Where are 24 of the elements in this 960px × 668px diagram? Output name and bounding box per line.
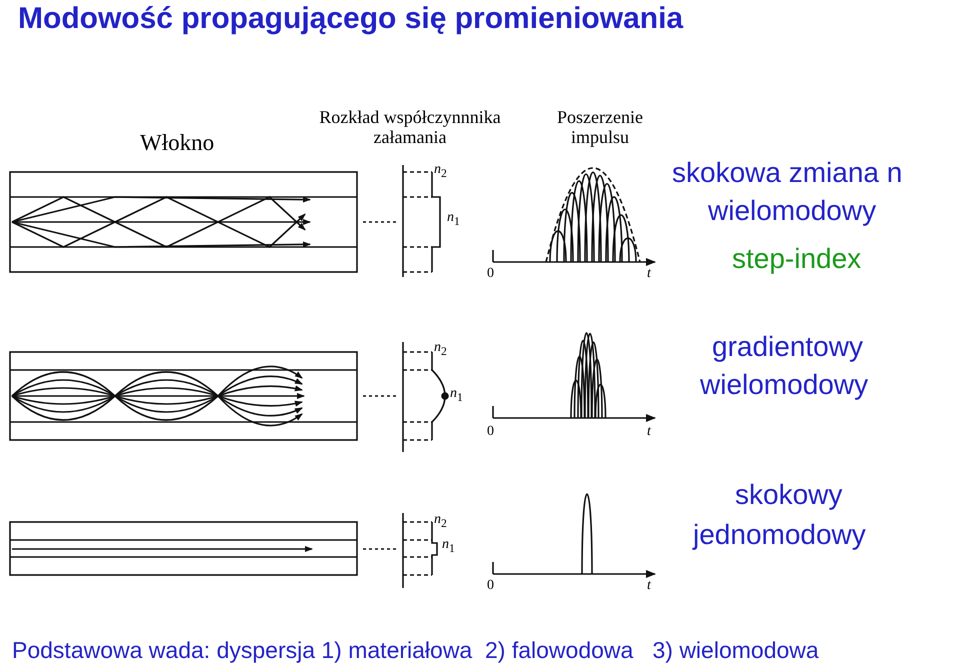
index-label: n$_{1}$ bbox=[450, 386, 463, 405]
fiber-type-label: skokowy bbox=[735, 480, 842, 511]
fiber-type-label: gradientowy bbox=[712, 332, 863, 363]
axis-label: 0 bbox=[487, 266, 494, 282]
index-label: n$_{1}$ bbox=[442, 537, 455, 556]
fiber-type-label: wielomodowy bbox=[700, 370, 868, 401]
column-heading: Rozkład współczynnnika załamania bbox=[318, 108, 502, 148]
column-heading: Poszerzenie impulsu bbox=[556, 108, 644, 148]
fiber-type-label: step-index bbox=[732, 244, 862, 275]
index-label: n$_{1}$ bbox=[447, 210, 460, 229]
caption: Podstawowa wada: dyspersja 1) materiałowa 2) falowodowa 3) wielomodowa bbox=[12, 638, 819, 664]
fiber-type-label: jednomodowy bbox=[693, 520, 866, 551]
axis-label: 0 bbox=[487, 424, 494, 440]
fiber-type-label: skokowa zmiana n bbox=[672, 158, 902, 189]
axis-label: t bbox=[647, 266, 651, 282]
column-heading: Włokno bbox=[140, 130, 214, 156]
index-label: n$_{2}$ bbox=[434, 340, 447, 359]
title: Modowość propagującego się promieniowania bbox=[18, 2, 684, 35]
index-label: n$_{2}$ bbox=[434, 162, 447, 181]
fiber-type-label: wielomodowy bbox=[708, 196, 876, 227]
axis-label: 0 bbox=[487, 578, 494, 594]
axis-label: t bbox=[647, 578, 651, 594]
axis-label: t bbox=[647, 424, 651, 440]
index-label: n$_{2}$ bbox=[434, 512, 447, 531]
